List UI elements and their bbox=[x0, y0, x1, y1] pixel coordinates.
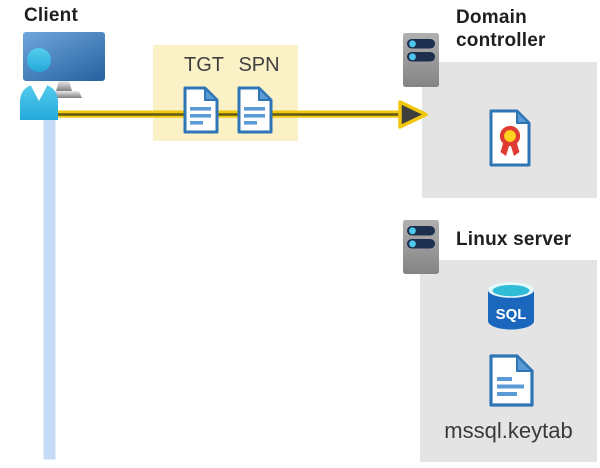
domain-controller-label: Domain controller bbox=[456, 7, 546, 51]
client-label: Client bbox=[24, 5, 78, 26]
sql-database-icon: SQL bbox=[488, 282, 534, 330]
sql-label: SQL bbox=[496, 306, 527, 323]
spn-label: SPN bbox=[238, 54, 280, 76]
certificate-icon bbox=[489, 109, 531, 167]
linux-server-label: Linux server bbox=[456, 229, 572, 250]
tgt-label: TGT bbox=[184, 54, 224, 76]
spn-document-icon bbox=[237, 86, 273, 134]
person-icon bbox=[20, 48, 58, 120]
linux-server-icon bbox=[403, 220, 439, 274]
client-icon bbox=[20, 32, 105, 120]
keytab-document-icon bbox=[489, 354, 534, 407]
ticket-box bbox=[153, 45, 298, 141]
client-connection-line bbox=[43, 93, 56, 460]
tgt-document-icon bbox=[183, 86, 219, 134]
domain-controller-server-icon bbox=[403, 33, 439, 87]
keytab-filename-label: mssql.keytab bbox=[444, 418, 573, 443]
